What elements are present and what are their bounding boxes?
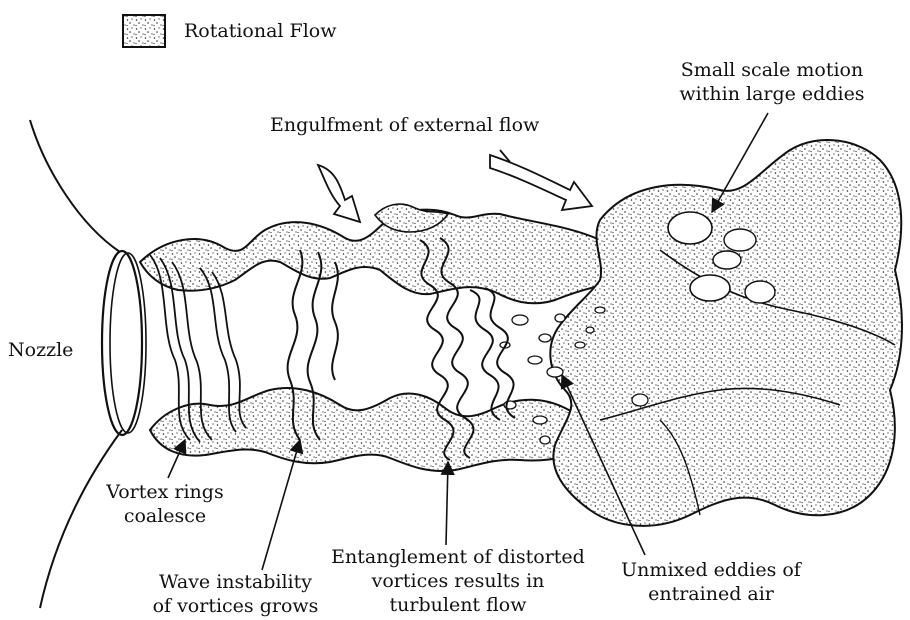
wave-instability-label: Wave instability of vortices grows bbox=[138, 570, 333, 618]
unmixed-line-1: Unmixed eddies of bbox=[606, 558, 816, 582]
legend-swatch-fill bbox=[123, 15, 165, 47]
vortex-rings-line-2: coalesce bbox=[90, 504, 240, 528]
entanglement-line-1: Entanglement of distorted bbox=[318, 545, 598, 569]
nozzle-label: Nozzle bbox=[8, 338, 73, 362]
far-field-mixing-region bbox=[550, 140, 902, 526]
vortex-rings-line-1: Vortex rings bbox=[90, 480, 240, 504]
small-eddy-3 bbox=[713, 251, 741, 269]
entanglement-label: Entanglement of distorted vortices resul… bbox=[318, 545, 598, 617]
leader-wave bbox=[262, 440, 300, 570]
nozzle-upper-arc bbox=[30, 120, 120, 252]
small-eddy-4 bbox=[690, 275, 730, 301]
legend-label: Rotational Flow bbox=[184, 19, 337, 43]
lower-shear-layer bbox=[150, 388, 593, 471]
nozzle-exit-ring-inner bbox=[110, 253, 146, 433]
engulf-arrow-right bbox=[490, 155, 592, 210]
small-scale-label: Small scale motion within large eddies bbox=[672, 58, 872, 106]
small-eddy-5 bbox=[745, 281, 775, 303]
small-eddy-2 bbox=[724, 229, 756, 251]
unmixed-line-2: entrained air bbox=[606, 582, 816, 606]
entanglement-line-2: vortices results in bbox=[318, 569, 598, 593]
unmixed-eddies-label: Unmixed eddies of entrained air bbox=[606, 558, 816, 606]
engulfment-label: Engulfment of external flow bbox=[270, 113, 539, 137]
wave-line-1: Wave instability bbox=[138, 570, 333, 594]
entanglement-line-3: turbulent flow bbox=[318, 593, 598, 617]
leader-entanglement bbox=[446, 462, 448, 545]
nozzle-exit-ring bbox=[102, 251, 142, 435]
small-scale-line-2: within large eddies bbox=[672, 82, 872, 106]
small-eddy-1 bbox=[668, 212, 712, 244]
vortex-rings-label: Vortex rings coalesce bbox=[90, 480, 240, 528]
engulf-arrow-left bbox=[318, 165, 360, 222]
wave-line-2: of vortices grows bbox=[138, 594, 333, 618]
small-scale-line-1: Small scale motion bbox=[672, 58, 872, 82]
